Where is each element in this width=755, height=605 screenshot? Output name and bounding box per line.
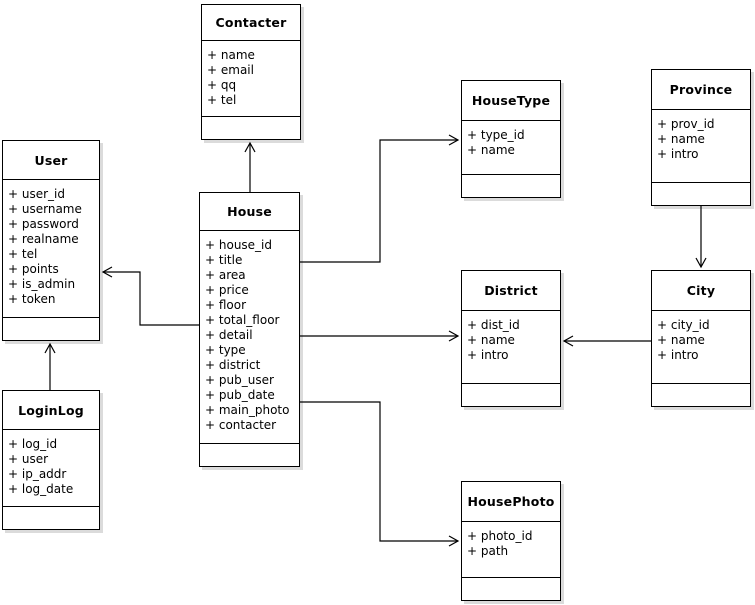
attribute-row: + tel (207, 93, 237, 107)
class-box-contacter[interactable]: Contacter+ name+ email+ qq+ tel (201, 4, 301, 140)
connector-province-to-city (695, 206, 707, 269)
class-title-city: City (652, 271, 750, 311)
connector-city-to-district (562, 335, 651, 347)
attribute-row: + realname (8, 232, 79, 246)
attribute-row: + dist_id (467, 318, 520, 332)
class-title-user: User (3, 141, 99, 180)
attribute-row: + intro (657, 147, 699, 161)
attribute-row: + username (8, 202, 82, 216)
attribute-row: + user (8, 452, 49, 466)
attribute-row: + qq (207, 78, 237, 92)
class-operations-city (652, 384, 750, 406)
connector-house-to-district (300, 330, 460, 342)
class-operations-contacter (202, 117, 300, 139)
class-operations-province (652, 183, 750, 205)
attribute-row: + log_id (8, 437, 58, 451)
class-attributes-housephoto: + photo_id+ path (462, 522, 560, 578)
class-box-housephoto[interactable]: HousePhoto+ photo_id+ path (461, 481, 561, 601)
attribute-row: + floor (205, 298, 247, 312)
class-title-housephoto: HousePhoto (462, 482, 560, 522)
attribute-row: + type (205, 343, 246, 357)
attribute-row: + price (205, 283, 249, 297)
attribute-row: + token (8, 292, 56, 306)
attribute-row: + city_id (657, 318, 710, 332)
class-box-city[interactable]: City+ city_id+ name+ intro (651, 270, 751, 407)
class-attributes-loginlog: + log_id+ user+ ip_addr+ log_date (3, 430, 99, 507)
class-title-house: House (200, 193, 299, 231)
class-operations-housephoto (462, 578, 560, 600)
class-box-housetype[interactable]: HouseType+ type_id+ name (461, 80, 561, 198)
attribute-row: + district (205, 358, 261, 372)
class-operations-user (3, 318, 99, 340)
attribute-row: + type_id (467, 128, 525, 142)
attribute-row: + main_photo (205, 403, 290, 417)
attribute-row: + points (8, 262, 59, 276)
class-title-contacter: Contacter (202, 5, 300, 41)
attribute-row: + detail (205, 328, 253, 342)
attribute-row: + name (467, 333, 515, 347)
class-attributes-housetype: + type_id+ name (462, 121, 560, 175)
attribute-row: + user_id (8, 187, 65, 201)
connector-house-to-contacter (244, 141, 256, 192)
attribute-row: + tel (8, 247, 38, 261)
class-attributes-contacter: + name+ email+ qq+ tel (202, 41, 300, 117)
class-operations-housetype (462, 175, 560, 197)
class-operations-district (462, 384, 560, 406)
class-box-user[interactable]: User+ user_id+ username+ password+ realn… (2, 140, 100, 341)
connector-house-to-housephoto (300, 401, 460, 547)
class-attributes-house: + house_id+ title+ area+ price+ floor+ t… (200, 231, 299, 444)
connector-house-to-user (101, 266, 199, 326)
attribute-row: + name (657, 333, 705, 347)
connector-house-to-housetype (300, 134, 460, 263)
connector-loginlog-to-user (44, 342, 56, 390)
class-attributes-province: + prov_id+ name+ intro (652, 110, 750, 183)
attribute-row: + log_date (8, 482, 74, 496)
class-box-house[interactable]: House+ house_id+ title+ area+ price+ flo… (199, 192, 300, 467)
class-attributes-city: + city_id+ name+ intro (652, 311, 750, 384)
attribute-row: + email (207, 63, 254, 77)
class-attributes-user: + user_id+ username+ password+ realname+… (3, 180, 99, 318)
class-title-loginlog: LoginLog (3, 391, 99, 430)
attribute-row: + is_admin (8, 277, 76, 291)
class-operations-loginlog (3, 507, 99, 529)
class-box-province[interactable]: Province+ prov_id+ name+ intro (651, 69, 751, 206)
attribute-row: + area (205, 268, 246, 282)
class-attributes-district: + dist_id+ name+ intro (462, 311, 560, 384)
attribute-row: + intro (467, 348, 509, 362)
attribute-row: + name (207, 48, 255, 62)
attribute-row: + name (657, 132, 705, 146)
attribute-row: + title (205, 253, 243, 267)
attribute-row: + total_floor (205, 313, 280, 327)
attribute-row: + name (467, 143, 515, 157)
class-title-province: Province (652, 70, 750, 110)
attribute-row: + prov_id (657, 117, 715, 131)
class-box-loginlog[interactable]: LoginLog+ log_id+ user+ ip_addr+ log_dat… (2, 390, 100, 530)
class-operations-house (200, 444, 299, 466)
class-title-district: District (462, 271, 560, 311)
attribute-row: + password (8, 217, 79, 231)
attribute-row: + path (467, 544, 509, 558)
class-box-district[interactable]: District+ dist_id+ name+ intro (461, 270, 561, 407)
attribute-row: + house_id (205, 238, 273, 252)
attribute-row: + pub_date (205, 388, 275, 402)
attribute-row: + pub_user (205, 373, 274, 387)
attribute-row: + photo_id (467, 529, 533, 543)
attribute-row: + intro (657, 348, 699, 362)
attribute-row: + contacter (205, 418, 277, 432)
attribute-row: + ip_addr (8, 467, 67, 481)
class-title-housetype: HouseType (462, 81, 560, 121)
